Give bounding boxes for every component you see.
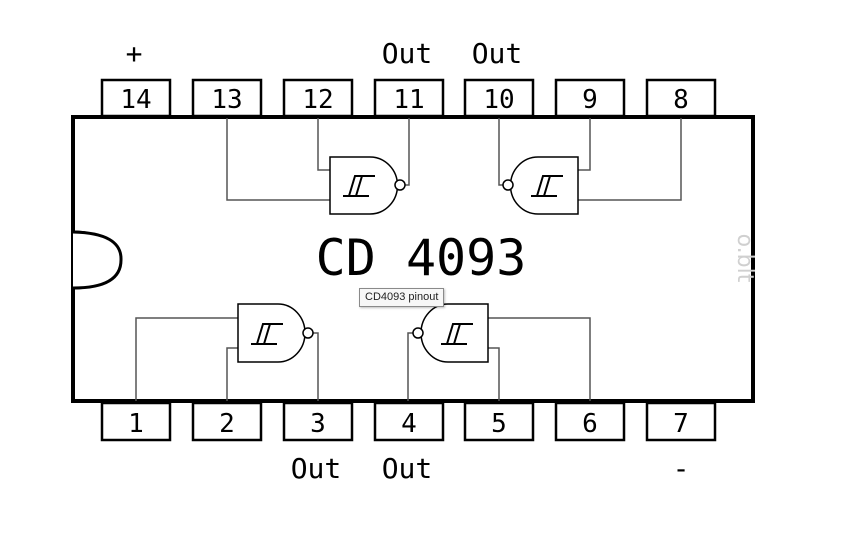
nand-body-icon (237, 303, 306, 363)
pin-6-number: 6 (582, 409, 598, 439)
pin-10: 10 (463, 78, 535, 118)
schmitt-trigger-icon (251, 323, 283, 345)
tooltip: CD4093 pinout (359, 288, 445, 307)
wire-pin10 (498, 118, 503, 186)
wire-pin8 (578, 118, 682, 201)
pin-3-number: 3 (310, 409, 326, 439)
gate-top-left (226, 118, 410, 215)
schmitt-trigger-icon (441, 323, 473, 345)
pin-5: 5 (463, 401, 535, 442)
pin-8-number: 8 (673, 85, 689, 115)
pin-8: 8 (645, 78, 717, 118)
pin-10-number: 10 (483, 85, 514, 115)
pin-4-out-label: Out (382, 452, 433, 485)
pin-1-number: 1 (128, 409, 144, 439)
inverter-bubble-icon (302, 327, 314, 339)
wire-pin6 (488, 317, 591, 401)
wire-pin12 (317, 118, 330, 171)
pin-3-out-label: Out (291, 452, 342, 485)
gate-top-right (498, 118, 682, 215)
wire-pin9 (578, 118, 591, 171)
pin-7: 7 (645, 401, 717, 442)
wire-pin2 (226, 347, 238, 401)
nand-body-icon (509, 156, 579, 215)
wire-pin1 (135, 317, 238, 401)
pin-11-number: 11 (393, 85, 424, 115)
chip-body (71, 115, 755, 403)
nand-body-icon (329, 156, 399, 215)
top-pin-row: 14 13 12 11 10 9 8 (100, 78, 717, 118)
pin-11-out-label: Out (382, 37, 433, 70)
pin-10-out-label: Out (472, 37, 523, 70)
schmitt-trigger-icon (531, 175, 563, 197)
pin-2-number: 2 (219, 409, 235, 439)
chip-title: CD 4093 (316, 229, 527, 287)
pin-1: 1 (100, 401, 172, 442)
pin-12-number: 12 (302, 85, 333, 115)
vss-minus-label: - (673, 452, 690, 485)
pin-11: 11 (373, 78, 445, 118)
wire-pin5 (488, 347, 500, 401)
pin-7-number: 7 (673, 409, 689, 439)
wire-pin4 (407, 332, 413, 401)
pin-9-number: 9 (582, 85, 598, 115)
inverter-bubble-icon (394, 179, 406, 191)
chip-notch-arc (72, 230, 123, 290)
pin-13-number: 13 (211, 85, 242, 115)
pin-2: 2 (191, 401, 263, 442)
pin-14: 14 (100, 78, 172, 118)
nand-body-icon (420, 303, 489, 363)
gate-bottom-left (135, 303, 319, 401)
pin-9: 9 (554, 78, 626, 118)
pin-4-number: 4 (401, 409, 417, 439)
wire-pin3 (313, 332, 319, 401)
wire-pin13 (226, 118, 330, 201)
pin-12: 12 (282, 78, 354, 118)
schmitt-trigger-icon (343, 175, 375, 197)
pin-14-number: 14 (120, 85, 151, 115)
inverter-bubble-icon (412, 327, 424, 339)
watermark: o.blt (732, 234, 757, 283)
wire-pin11 (405, 118, 410, 186)
inverter-bubble-icon (502, 179, 514, 191)
pin-5-number: 5 (491, 409, 507, 439)
bottom-pin-row: 1 2 3 4 5 6 7 (100, 401, 717, 442)
pin-13: 13 (191, 78, 263, 118)
vdd-plus-label: + (126, 37, 143, 70)
pin-3: 3 (282, 401, 354, 442)
pin-4: 4 (373, 401, 445, 442)
pin-6: 6 (554, 401, 626, 442)
